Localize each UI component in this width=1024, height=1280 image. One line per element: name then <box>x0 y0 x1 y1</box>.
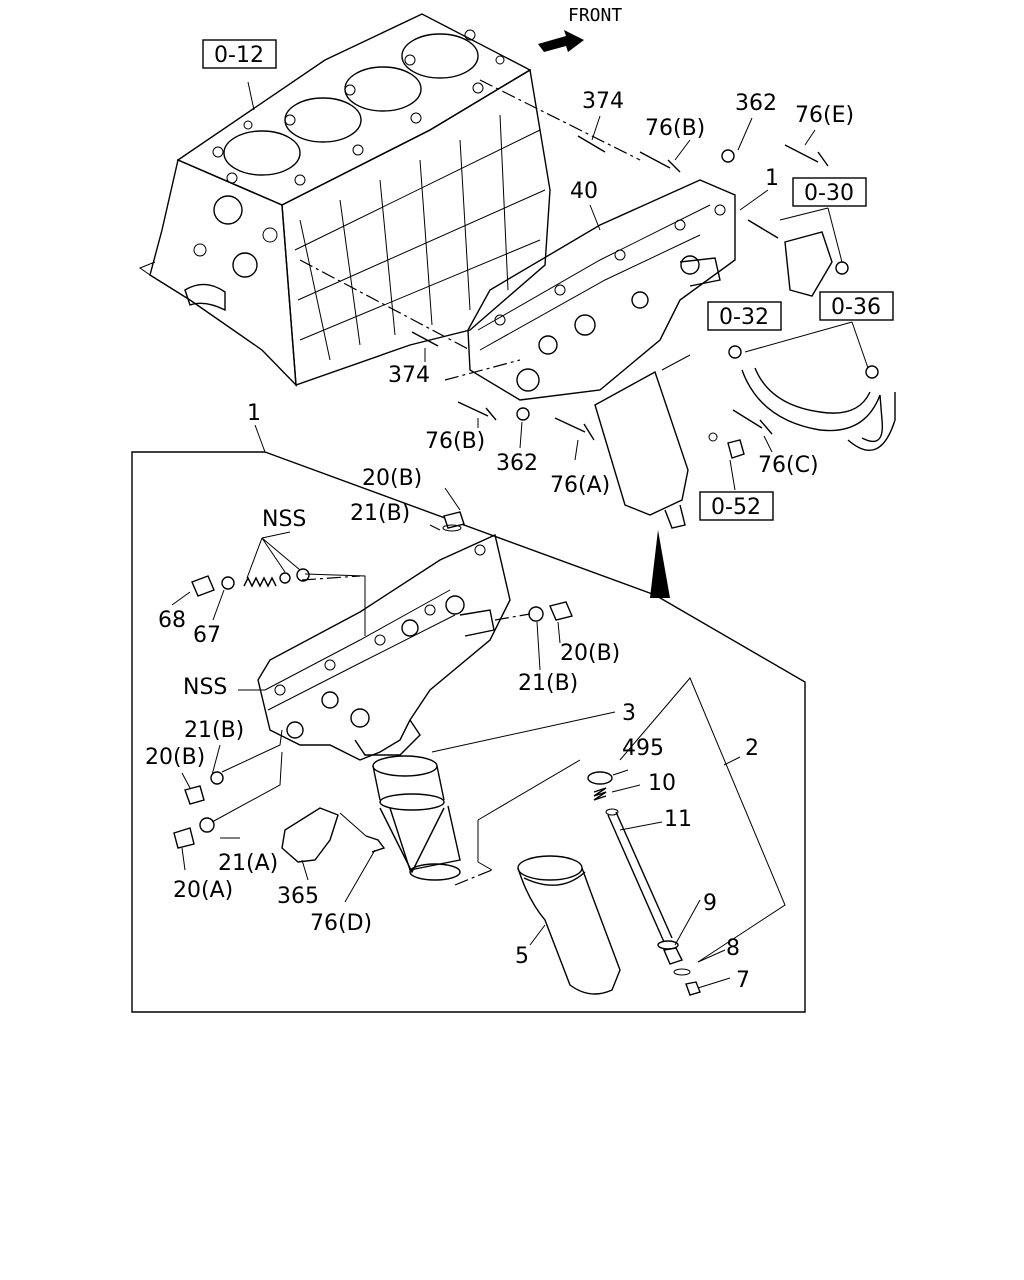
part-label: 20(B) <box>362 466 422 491</box>
svg-text:0-30: 0-30 <box>804 181 854 206</box>
svg-text:0-32: 0-32 <box>719 305 769 330</box>
part-label: 67 <box>193 623 221 648</box>
ref-box-0-30[interactable]: 0-30 <box>792 177 867 207</box>
part-label: NSS <box>262 507 306 532</box>
part-label: 374 <box>582 89 624 114</box>
part-label: 20(A) <box>173 878 233 903</box>
ref-box-0-36[interactable]: 0-36 <box>819 291 894 321</box>
part-label: 40 <box>570 179 598 204</box>
part-label: 76(D) <box>310 911 372 936</box>
part-label: 76(E) <box>795 103 854 128</box>
part-label: 21(B) <box>184 718 244 743</box>
part-label: 21(A) <box>218 851 278 876</box>
part-label: 20(B) <box>145 745 205 770</box>
svg-text:0-36: 0-36 <box>831 295 881 320</box>
ref-box-0-52[interactable]: 0-52 <box>699 491 774 521</box>
part-label: 362 <box>496 451 538 476</box>
part-label: 5 <box>515 944 529 969</box>
part-label: 2 <box>745 736 759 761</box>
part-label: NSS <box>183 675 227 700</box>
detail-pointer-icon <box>650 530 670 598</box>
part-label: 1 <box>765 166 779 191</box>
svg-text:0-12: 0-12 <box>214 43 264 68</box>
part-label: 76(B) <box>645 116 705 141</box>
part-label: 76(B) <box>425 429 485 454</box>
front-label: FRONT <box>568 5 622 26</box>
part-label: 374 <box>388 363 430 388</box>
part-label: 3 <box>622 701 636 726</box>
svg-text:0-52: 0-52 <box>711 495 761 520</box>
detail-leader-lines <box>171 487 786 989</box>
oil-hose-drawing <box>728 345 896 451</box>
gasket-drawing <box>784 231 833 297</box>
detail-small-parts-drawing <box>173 511 573 863</box>
part-label: 20(B) <box>560 641 620 666</box>
part-label: 68 <box>158 608 186 633</box>
filter-case-drawing <box>517 855 621 995</box>
part-label: 21(B) <box>350 501 410 526</box>
upper-bolts-drawing <box>411 135 849 459</box>
cylinder-block-drawing <box>138 13 551 387</box>
part-label: 362 <box>735 91 777 116</box>
ref-box-0-32[interactable]: 0-32 <box>707 301 782 331</box>
detail-housing-drawing <box>257 534 511 761</box>
part-label: 9 <box>703 891 717 916</box>
part-label: 11 <box>664 807 692 832</box>
part-label: 7 <box>736 968 750 993</box>
oil-cooler-assembly-drawing <box>467 179 736 529</box>
part-label: 1 <box>247 401 261 426</box>
part-label: 76(A) <box>550 473 610 498</box>
front-arrow-icon <box>538 30 584 52</box>
part-label: 76(C) <box>758 453 819 478</box>
part-label: 495 <box>622 736 664 761</box>
part-label: 365 <box>277 884 319 909</box>
center-tube-parts-drawing <box>587 771 701 996</box>
part-label: 10 <box>648 771 676 796</box>
filter-element-drawing <box>372 755 461 881</box>
ref-box-0-12[interactable]: 0-12 <box>202 39 277 69</box>
part-label: 8 <box>726 936 740 961</box>
part-label: 21(B) <box>518 671 578 696</box>
upper-leader-lines <box>247 79 869 491</box>
